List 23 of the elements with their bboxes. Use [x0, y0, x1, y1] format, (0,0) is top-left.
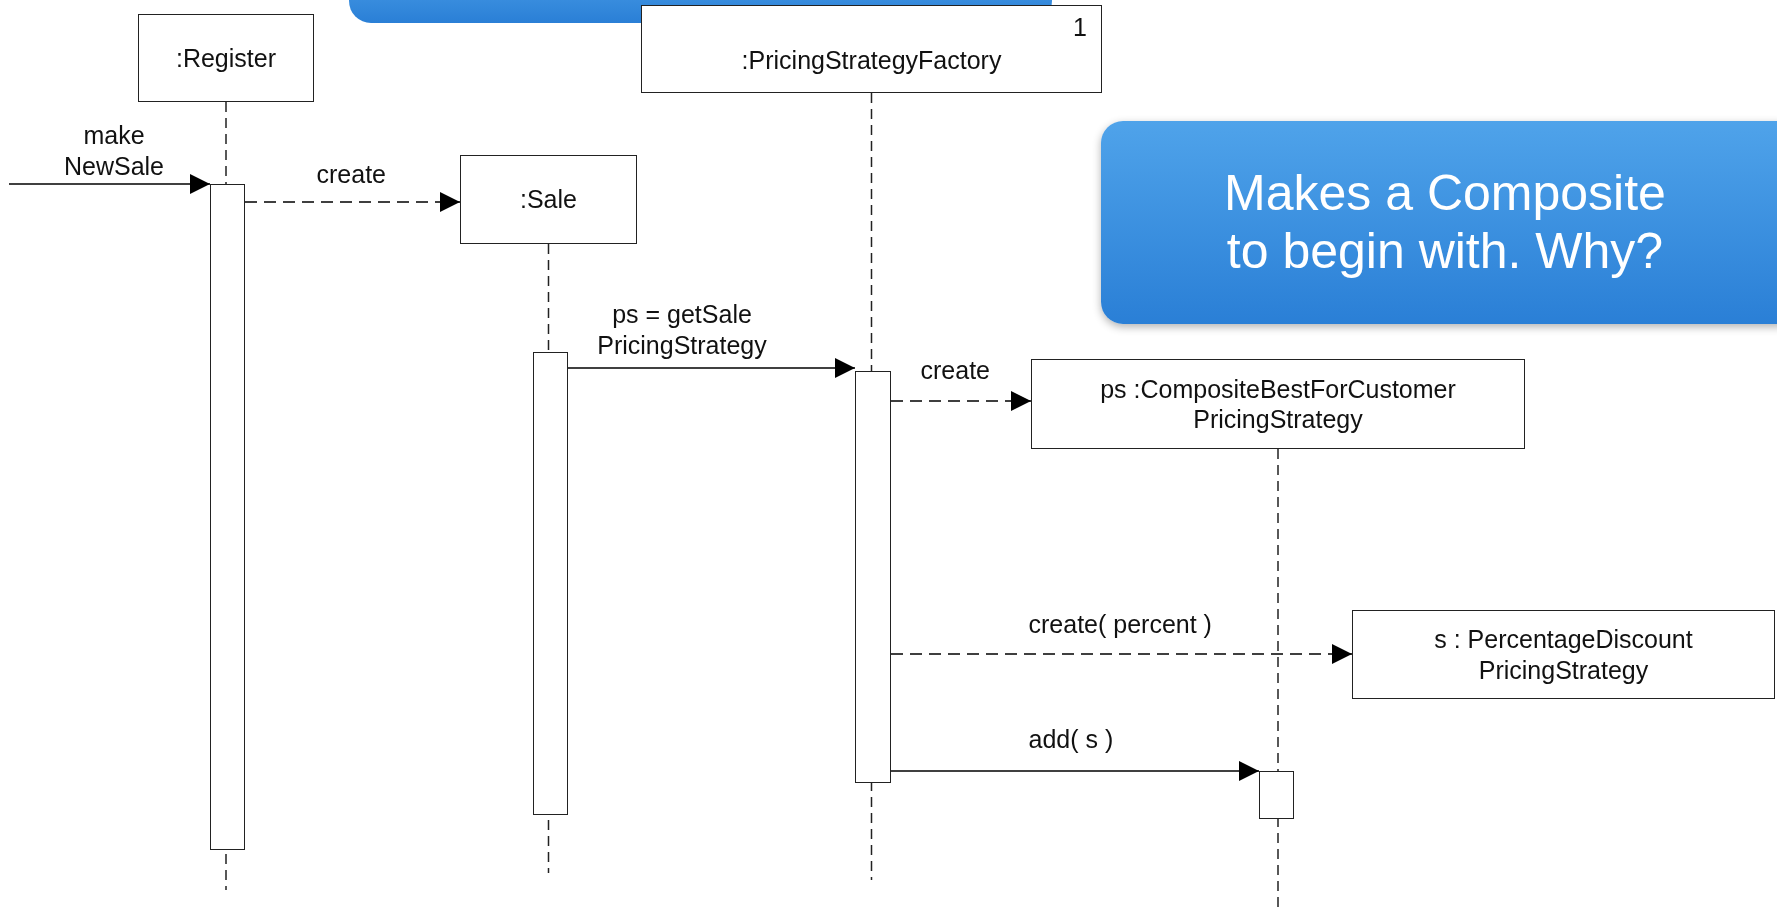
callout-box: [1101, 121, 1777, 324]
activation-bar: [210, 184, 245, 850]
object-name: :PricingStrategyFactory: [741, 44, 1002, 76]
message-arrow: [244, 192, 461, 212]
object-box: [460, 155, 637, 244]
object-box: [641, 5, 1102, 93]
object-name: :Sale: [520, 184, 577, 215]
activation-bar: [1259, 771, 1294, 819]
object-name: :Register: [175, 42, 276, 74]
object-box: [1031, 359, 1525, 449]
activation-bar: [855, 371, 891, 783]
message-arrow: [890, 391, 1032, 411]
object-name: ps :CompositeBestForCustomer PricingStrategy: [1099, 373, 1457, 435]
message-arrow: [567, 358, 856, 378]
message-arrow: [8, 174, 211, 194]
object-box: [1352, 610, 1775, 699]
multiplicity-label: 1: [1073, 12, 1087, 43]
message-arrow: [890, 644, 1353, 664]
callout-text: Makes a Composite to begin with. Why?: [1223, 165, 1667, 280]
object-box: [138, 14, 314, 102]
message-arrow: [890, 761, 1260, 781]
object-name: s : PercentageDiscount PricingStrategy: [1433, 624, 1694, 685]
activation-bar: [533, 352, 568, 815]
